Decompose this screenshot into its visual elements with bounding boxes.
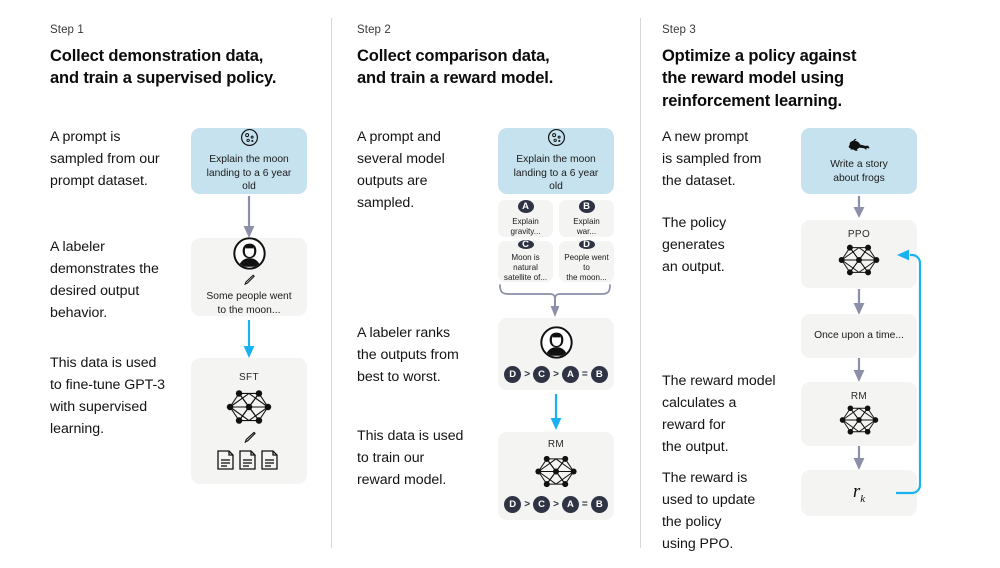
step-3-title: Optimize a policy against the reward mod…: [662, 45, 947, 112]
rank-operator-1: >: [524, 368, 531, 380]
brace-merge-arrow: [496, 284, 616, 324]
rm-rank-badge-1: D: [504, 496, 522, 513]
step-2-rm-label: RM: [547, 439, 565, 450]
option-text-c: Moon is natural satellite of...: [503, 253, 548, 283]
documents-icon: [216, 449, 282, 471]
step-3-ppo-card[interactable]: PPO: [801, 220, 917, 288]
rm-ranking-row: D > C > A = B: [504, 496, 608, 513]
option-card-a[interactable]: A Explain gravity...: [498, 200, 553, 237]
step-2-prompt-text: Explain the moon landing to a 6 year old: [513, 153, 599, 193]
step-1-sft-label: SFT: [238, 371, 260, 383]
step-2-title-line1: Collect comparison data,: [357, 47, 550, 65]
step-3-rm-card[interactable]: RM: [801, 382, 917, 446]
step-3-paragraph-4: The reward is used to update the policy …: [662, 470, 756, 552]
step-3-rm-label: RM: [850, 390, 868, 402]
reward-subscript: k: [860, 492, 866, 505]
step-2-prompt-card[interactable]: Explain the moon landing to a 6 year old: [498, 128, 614, 194]
reward-value: rk: [853, 481, 865, 505]
rank-badge-3: A: [561, 365, 579, 383]
step-1-prompt-text: Explain the moon landing to a 6 year old: [206, 153, 292, 193]
arrow-demo-to-sft: [240, 320, 258, 365]
step-3-label: Step 3: [662, 24, 696, 36]
moon-icon: [547, 128, 566, 147]
rank-badge-4: B: [590, 365, 608, 383]
step-1-sft-card[interactable]: SFT: [191, 358, 307, 484]
step-1-demonstration-text: Some people went to the moon...: [206, 290, 292, 316]
step-1-column: Step 1 Collect demonstration data, and t…: [50, 0, 331, 568]
pencil-icon: [242, 430, 257, 445]
neural-network-icon: [530, 452, 582, 491]
step-1-label: Step 1: [50, 24, 84, 36]
step-1-demonstration-card[interactable]: Some people went to the moon...: [191, 236, 307, 316]
arrow-prompt-to-demo: [240, 196, 258, 245]
step-1-paragraph-1: A prompt is sampled from our prompt data…: [50, 129, 160, 189]
option-text-b: Explain war...: [573, 216, 600, 236]
labeler-avatar-icon: [232, 236, 266, 270]
step-1-title-line2: and train a supervised policy.: [50, 69, 277, 88]
step-3-title-line2: the reward model using: [662, 69, 844, 88]
arrow-ppo-to-output: [850, 289, 868, 322]
step-3-title-line1: Optimize a policy against: [662, 47, 857, 65]
arrow-prompt-to-ppo: [850, 196, 868, 225]
step-1-prompt-card[interactable]: Explain the moon landing to a 6 year old: [191, 128, 307, 194]
step-3-paragraph-2: The policy generates an output.: [662, 215, 727, 275]
step-3-paragraph-3: The reward model calculates a reward for…: [662, 373, 776, 455]
neural-network-icon: [834, 402, 884, 438]
neural-network-icon: [221, 386, 277, 428]
option-badge-c: C: [517, 240, 534, 250]
step-2-title-line2: and train a reward model.: [357, 69, 554, 88]
option-card-d[interactable]: D People went to the moon...: [559, 240, 614, 283]
step-3-prompt-card[interactable]: Write a story about frogs: [801, 128, 917, 194]
option-card-c[interactable]: C Moon is natural satellite of...: [498, 240, 553, 283]
step-3-title-line3: reinforcement learning.: [662, 91, 842, 110]
option-text-a: Explain gravity...: [510, 216, 541, 236]
option-badge-b: B: [578, 200, 595, 213]
step-3-paragraph-1: A new prompt is sampled from the dataset…: [662, 129, 762, 189]
option-text-d: People went to the moon...: [564, 253, 609, 283]
rank-badge-1: D: [504, 365, 522, 383]
step-3-prompt-text: Write a story about frogs: [830, 159, 888, 184]
rm-rank-operator-1: >: [524, 499, 531, 510]
column-divider-1: [331, 18, 332, 548]
column-divider-2: [640, 18, 641, 548]
rm-rank-operator-3: =: [581, 499, 588, 510]
frog-icon: [847, 136, 871, 152]
reward-symbol: r: [852, 481, 861, 503]
step-2-column: Step 2 Collect comparison data, and trai…: [357, 0, 640, 568]
rank-operator-2: >: [553, 368, 559, 380]
step-2-paragraph-1: A prompt and several model outputs are s…: [357, 129, 445, 211]
step-3-ppo-label: PPO: [847, 229, 871, 240]
step-2-title: Collect comparison data, and train a rew…: [357, 45, 632, 90]
labeler-avatar-icon: [539, 325, 573, 359]
step-1-title-line1: Collect demonstration data,: [50, 47, 264, 65]
step-2-paragraph-2: A labeler ranks the outputs from best to…: [357, 325, 459, 385]
option-card-b[interactable]: B Explain war...: [559, 200, 614, 237]
step-1-paragraph-3: This data is used to fine-tune GPT-3 wit…: [50, 355, 166, 437]
rm-rank-operator-2: >: [553, 499, 559, 510]
rm-rank-badge-4: B: [590, 496, 608, 513]
rm-rank-badge-2: C: [533, 496, 551, 513]
rank-badge-2: C: [533, 365, 551, 383]
feedback-loop-arrow: [890, 243, 940, 510]
step-2-ranking-card[interactable]: D > C > A = B: [498, 318, 614, 390]
step-3-column: Step 3 Optimize a policy against the rew…: [662, 0, 952, 568]
rm-rank-badge-3: A: [561, 496, 579, 513]
arrow-ranking-to-rm: [547, 394, 565, 437]
step-1-paragraph-2: A labeler demonstrates the desired outpu…: [50, 239, 159, 321]
ranking-row: D > C > A = B: [504, 365, 608, 383]
arrow-output-to-rm: [850, 358, 868, 389]
option-badge-a: A: [517, 200, 534, 213]
neural-network-icon: [833, 241, 885, 279]
pencil-icon: [242, 273, 256, 287]
step-2-label: Step 2: [357, 24, 391, 36]
option-badge-d: D: [578, 240, 595, 250]
step-3-output-text: Once upon a time...: [814, 330, 904, 342]
rank-operator-3: =: [581, 368, 588, 380]
step-1-title: Collect demonstration data, and train a …: [50, 45, 325, 90]
step-2-rm-card[interactable]: RM: [498, 432, 614, 520]
step-3-output-card[interactable]: Once upon a time...: [801, 314, 917, 358]
arrow-rm-to-reward: [850, 446, 868, 477]
step-2-paragraph-3: This data is used to train our reward mo…: [357, 428, 464, 488]
moon-icon: [240, 128, 259, 147]
